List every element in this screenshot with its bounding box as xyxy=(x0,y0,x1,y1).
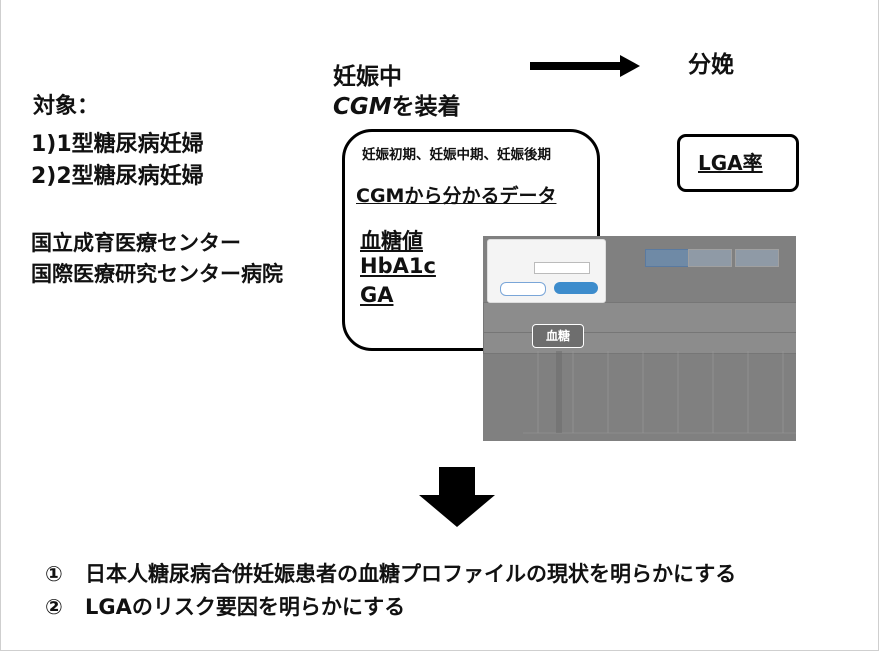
glucose-chart-thumbnail xyxy=(523,351,796,434)
metric-ga: GA xyxy=(360,283,394,307)
conclusion-2: ② LGAのリスク要因を明らかにする xyxy=(45,591,405,621)
metric-hba1c: HbA1c xyxy=(360,254,436,278)
institution-ncchd: 国立成育医療センター xyxy=(31,231,241,255)
lga-box xyxy=(677,134,799,192)
target-item-type2: 2)2型糖尿病妊婦 xyxy=(31,164,204,189)
conclusion-text: 日本人糖尿病合併妊娠患者の血糖プロファイルの現状を明らかにする xyxy=(85,562,737,586)
dialog-select xyxy=(534,262,590,274)
conclusion-1: ① 日本人糖尿病合併妊娠患者の血糖プロファイルの現状を明らかにする xyxy=(45,558,736,588)
screenshot-panel xyxy=(483,302,796,334)
cgm-attach-label: CGMを装着 xyxy=(333,87,461,121)
dialog-ok-button xyxy=(554,282,598,294)
cgm-attach-suffix: を装着 xyxy=(391,94,461,120)
target-item-type1: 1)1型糖尿病妊婦 xyxy=(31,132,204,157)
conclusion-number: ② xyxy=(45,595,63,619)
screenshot-button xyxy=(735,249,779,267)
metric-glucose: 血糖値 xyxy=(360,229,423,253)
lga-rate-label: LGA率 xyxy=(698,151,763,175)
cgm-app-screenshot xyxy=(483,236,796,441)
pregnancy-label: 妊娠中 xyxy=(333,64,402,90)
target-label: 対象： xyxy=(33,94,100,119)
conclusion-number: ① xyxy=(45,562,63,586)
conclusion-text: LGAのリスク要因を明らかにする xyxy=(85,595,406,619)
arrow-down-icon xyxy=(419,467,495,527)
pregnancy-periods: 妊娠初期、妊娠中期、妊娠後期 xyxy=(362,147,551,163)
cgm-data-title: CGMから分かるデータ xyxy=(356,185,557,207)
delivery-label: 分娩 xyxy=(688,52,734,78)
glucose-tag: 血糖 xyxy=(532,324,584,348)
institution-ncgm: 国際医療研究センター病院 xyxy=(31,262,283,286)
screenshot-button xyxy=(645,249,689,267)
screenshot-button xyxy=(688,249,732,267)
csv-export-dialog xyxy=(487,239,606,303)
cgm-attach-prefix: CGM xyxy=(333,94,392,120)
dialog-cancel-button xyxy=(500,282,546,296)
arrow-right-icon xyxy=(530,55,640,77)
